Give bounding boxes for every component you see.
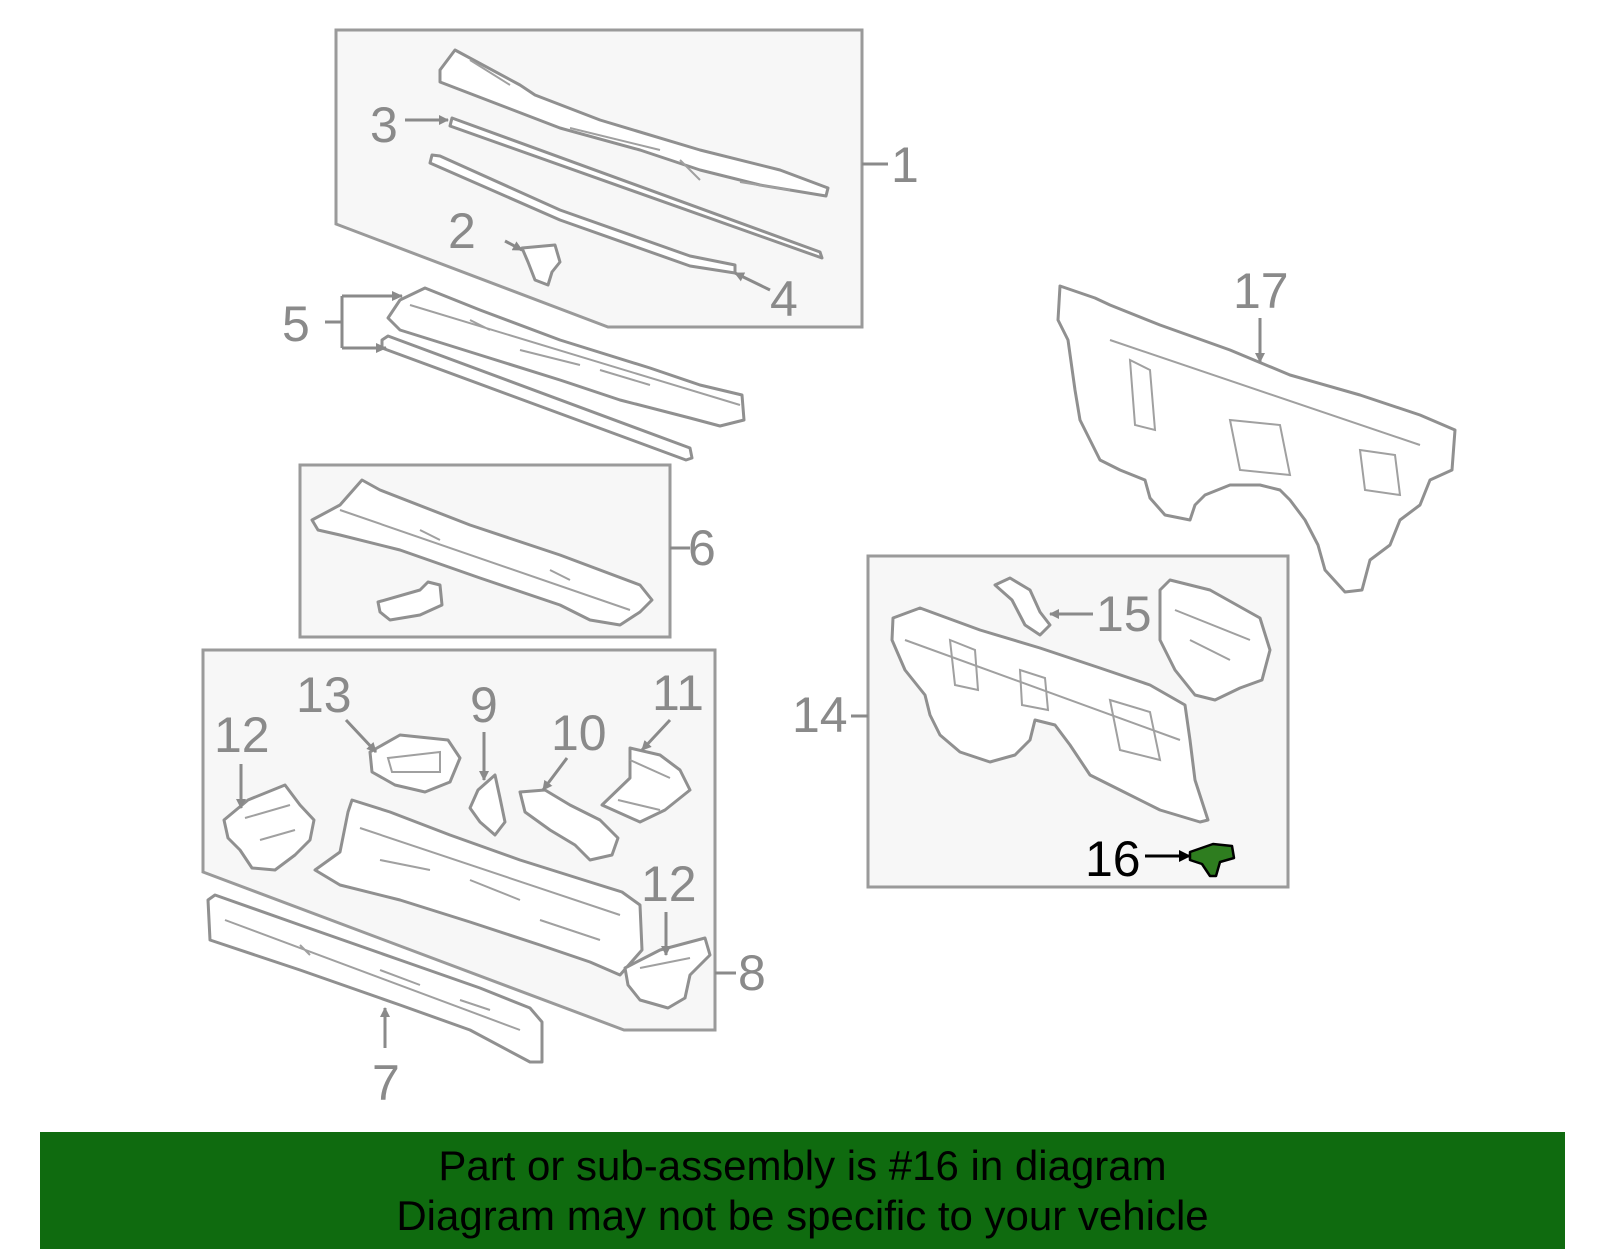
callout-13: 13 — [296, 667, 352, 723]
callout-2: 2 — [448, 203, 476, 259]
part-16-highlight — [1188, 842, 1236, 878]
part-7 — [206, 893, 544, 1064]
callout-1: 1 — [891, 137, 919, 193]
callout-3: 3 — [370, 97, 398, 153]
callout-16: 16 — [1085, 831, 1141, 887]
callout-14: 14 — [792, 687, 848, 743]
group-5-parts — [380, 286, 746, 462]
group-6-panel — [298, 463, 672, 639]
callout-15: 15 — [1096, 586, 1152, 642]
banner-line-1: Part or sub-assembly is #16 in diagram — [438, 1141, 1167, 1189]
callout-11: 11 — [652, 665, 704, 721]
callout-7: 7 — [372, 1055, 400, 1111]
callout-10: 10 — [551, 705, 607, 761]
callout-12-right: 12 — [641, 856, 697, 912]
group-14-panel — [866, 554, 1290, 889]
callout-6: 6 — [688, 520, 716, 576]
callout-labels: 1 2 3 4 5 6 7 8 9 10 11 12 12 13 14 15 1… — [214, 97, 1289, 1111]
leader-lines — [236, 115, 1265, 1048]
banner-line-2: Diagram may not be specific to your vehi… — [396, 1191, 1209, 1239]
callout-9: 9 — [470, 677, 498, 733]
info-banner: Part or sub-assembly is #16 in diagram D… — [40, 1132, 1565, 1249]
part-17 — [1056, 284, 1457, 594]
callout-4: 4 — [770, 271, 798, 327]
callout-12-left: 12 — [214, 707, 270, 763]
group-1-panel — [334, 28, 864, 329]
callout-17: 17 — [1233, 263, 1289, 319]
callout-8: 8 — [738, 945, 766, 1001]
group-8-panel — [201, 648, 717, 1032]
callout-5: 5 — [282, 296, 310, 352]
